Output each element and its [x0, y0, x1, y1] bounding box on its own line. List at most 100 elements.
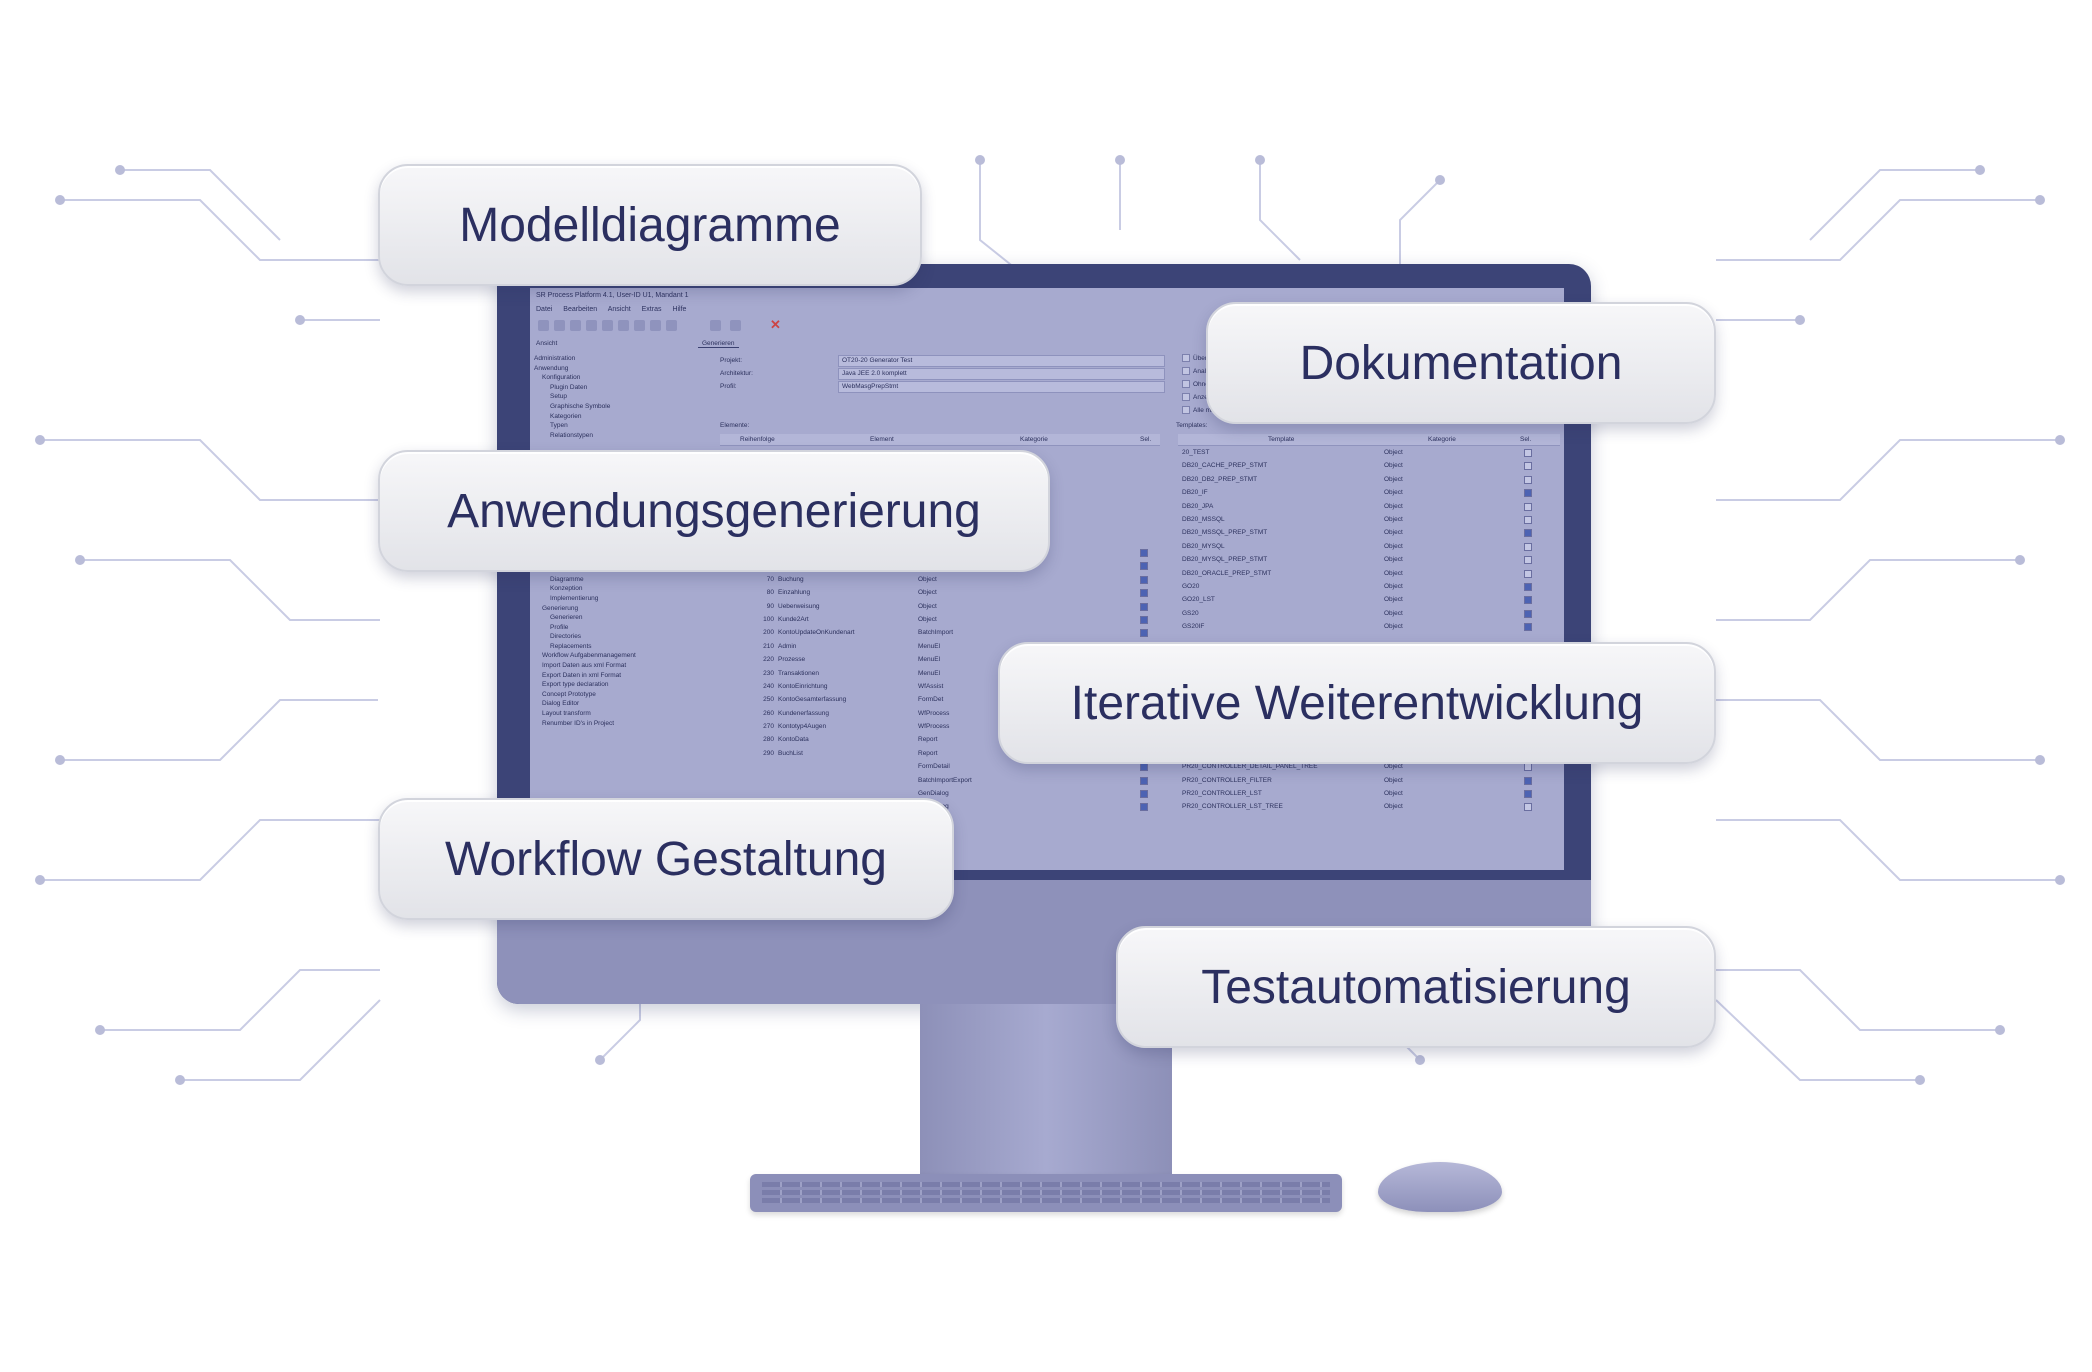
row-template-checkbox[interactable]: [1524, 776, 1532, 785]
tree-item[interactable]: Profile: [550, 623, 569, 631]
add-icon[interactable]: [538, 320, 549, 331]
grid-icon[interactable]: [602, 320, 613, 331]
row-checkbox[interactable]: [1140, 589, 1148, 598]
option-anzeige[interactable]: Anzei: [1182, 391, 1217, 404]
tree-item[interactable]: Plugin Daten: [550, 383, 588, 391]
tree-item[interactable]: Generieren: [550, 614, 583, 622]
architecture-select[interactable]: Java JEE 2.0 komplett: [838, 368, 1165, 380]
row-template-checkbox[interactable]: [1524, 449, 1532, 457]
folder-icon[interactable]: [618, 320, 629, 331]
row-checkbox[interactable]: [1140, 790, 1148, 799]
option-alle[interactable]: Alle mar: [1182, 404, 1217, 417]
tree-item[interactable]: Import Daten aus xml Format: [542, 662, 627, 670]
tree-item[interactable]: Layout transform: [542, 710, 591, 718]
tree-item[interactable]: Kategorien: [550, 412, 582, 420]
col-kategorie[interactable]: Kategorie: [1020, 436, 1048, 443]
tree-item[interactable]: Implementierung: [550, 594, 599, 602]
row-template-checkbox[interactable]: [1524, 803, 1532, 812]
network-icon[interactable]: [710, 320, 721, 331]
tree-item[interactable]: Graphische Symbole: [550, 402, 611, 410]
tree-item[interactable]: Renumber ID's in Project: [542, 719, 615, 727]
copy-icon[interactable]: [570, 320, 581, 331]
row-template-checkbox[interactable]: [1524, 790, 1532, 799]
tree-item[interactable]: Workflow Aufgabenmanagement: [542, 652, 636, 660]
col-template[interactable]: Template: [1268, 436, 1295, 443]
tree-item[interactable]: Concept Prototype: [542, 690, 596, 698]
row-checkbox[interactable]: [1140, 562, 1148, 571]
tree-item[interactable]: Setup: [550, 393, 567, 401]
menu-extras[interactable]: Extras: [641, 306, 662, 313]
menu-datei[interactable]: Datei: [536, 306, 553, 313]
row-template-checkbox[interactable]: [1524, 763, 1532, 772]
row-checkbox[interactable]: [1140, 803, 1148, 812]
col-template-kategorie[interactable]: Kategorie: [1428, 436, 1456, 443]
row-checkbox[interactable]: [1140, 763, 1148, 772]
profile-select[interactable]: WebMasgPrepStmt: [838, 381, 1165, 393]
table-row[interactable]: BatchImportExport: [720, 774, 1160, 787]
row-checkbox[interactable]: [1140, 549, 1148, 557]
project-select[interactable]: OT20-20 Generator Test: [838, 355, 1165, 367]
tab-generieren[interactable]: Generieren: [698, 340, 739, 348]
option-ueber[interactable]: Über: [1182, 352, 1217, 365]
tree-item[interactable]: Export type declaration: [542, 681, 609, 689]
tree-item[interactable]: Export Daten in xml Format: [542, 671, 622, 679]
row-template-checkbox[interactable]: [1524, 529, 1532, 538]
row-template-checkbox[interactable]: [1524, 582, 1532, 591]
table-row[interactable]: GenDialog: [720, 787, 1160, 800]
tree-item[interactable]: Generierung: [542, 604, 579, 612]
tree-item[interactable]: Diagramme: [550, 575, 584, 583]
tab-ansicht[interactable]: Ansicht: [536, 340, 558, 347]
row-template-checkbox[interactable]: [1524, 556, 1532, 565]
tree-item[interactable]: Konzeption: [550, 585, 583, 593]
option-analyse[interactable]: Analy: [1182, 365, 1217, 378]
row-template-checkbox[interactable]: [1524, 542, 1532, 551]
row-template-checkbox[interactable]: [1524, 596, 1532, 605]
tree-item[interactable]: Dialog Editor: [542, 700, 580, 708]
menu-ansicht[interactable]: Ansicht: [607, 306, 631, 313]
row-template-checkbox[interactable]: [1524, 515, 1532, 524]
row-checkbox[interactable]: [1140, 629, 1148, 638]
row-checkbox[interactable]: [1140, 602, 1148, 611]
col-element[interactable]: Element: [870, 436, 894, 443]
delete-icon[interactable]: ✕: [770, 317, 781, 332]
tree-item[interactable]: Administration: [534, 355, 576, 362]
col-template-sel[interactable]: Sel.: [1520, 436, 1532, 443]
option-ohne[interactable]: Ohne: [1182, 378, 1217, 391]
row-checkbox[interactable]: [1140, 776, 1148, 785]
menu-bearbeiten[interactable]: Bearbeiten: [563, 306, 598, 313]
chevron-up-icon[interactable]: [666, 320, 677, 331]
row-template-checkbox[interactable]: [1524, 502, 1532, 511]
tree-item[interactable]: Directories: [550, 633, 582, 641]
row-template-checkbox[interactable]: [1524, 462, 1532, 471]
row-template-checkbox[interactable]: [1524, 475, 1532, 484]
row-checkbox[interactable]: [1140, 575, 1148, 584]
row-template-checkbox[interactable]: [1524, 623, 1532, 632]
edit-icon[interactable]: [586, 320, 597, 331]
new-icon[interactable]: [554, 320, 565, 331]
row-template-checkbox[interactable]: [1524, 569, 1532, 578]
row-template-checkbox[interactable]: [1524, 489, 1532, 498]
settings-icon[interactable]: [730, 320, 741, 331]
col-reihenfolge[interactable]: Reihenfolge: [740, 436, 775, 443]
